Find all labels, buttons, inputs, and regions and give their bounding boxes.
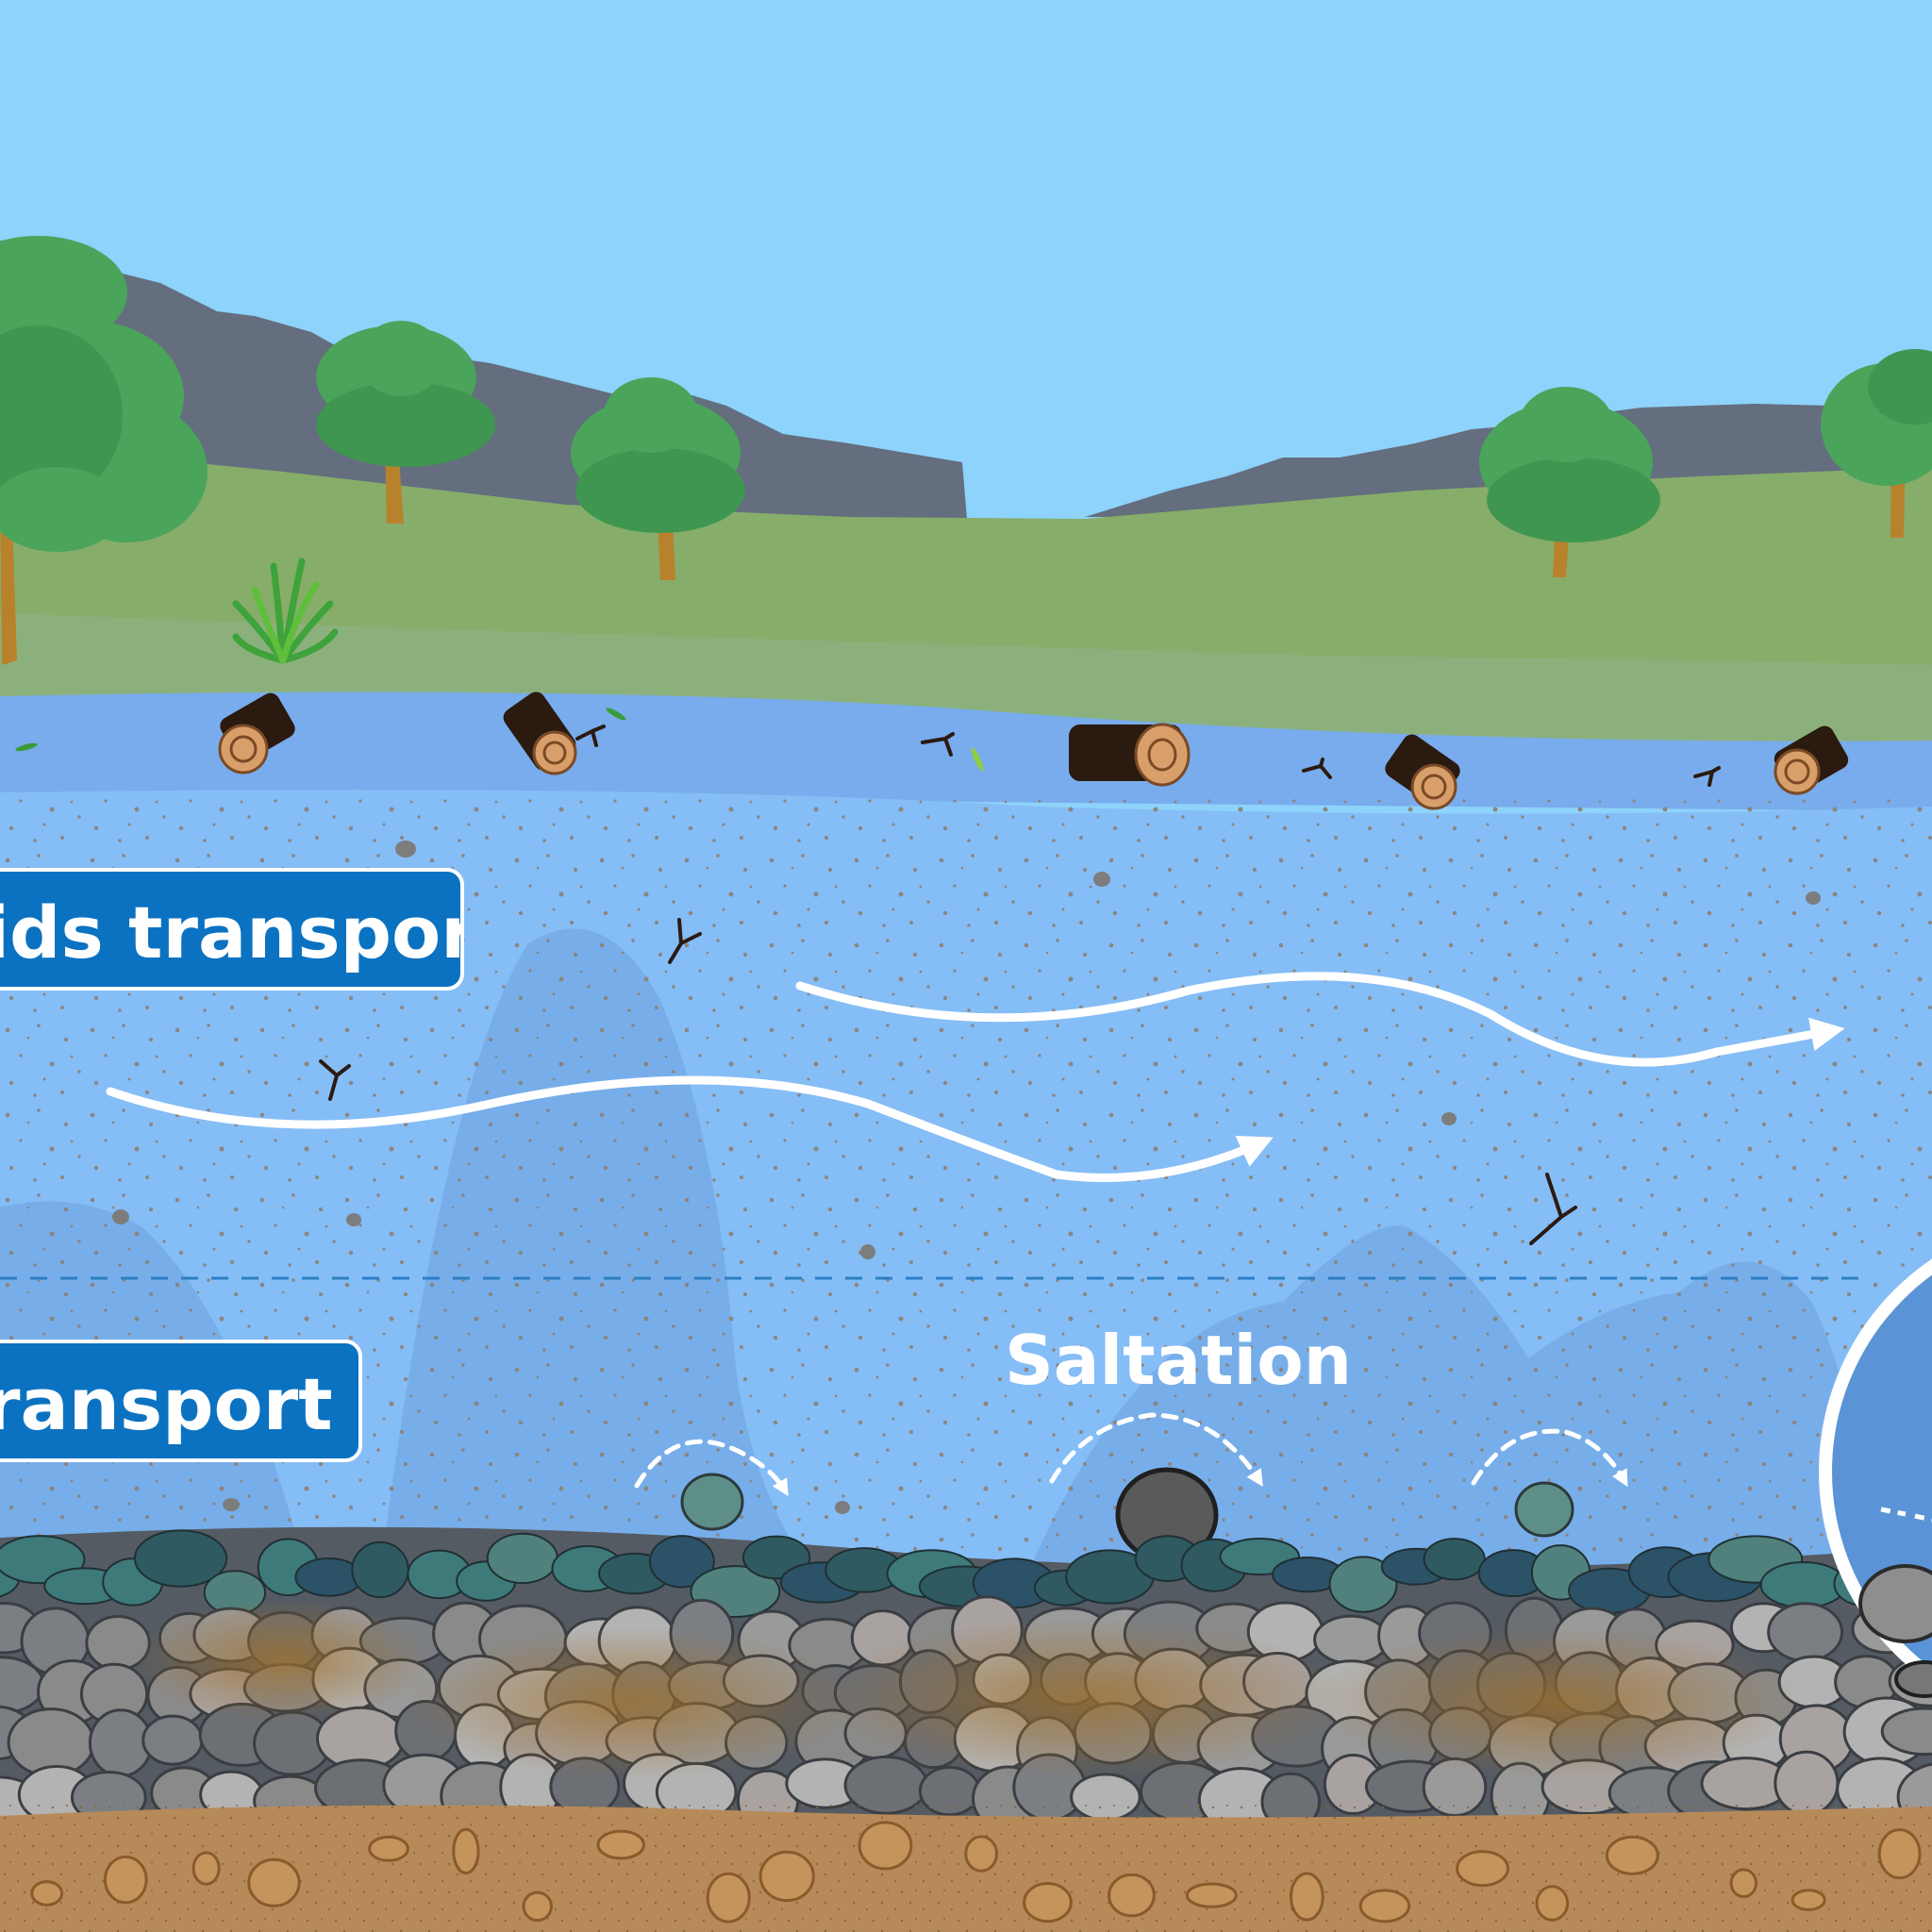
floating-log <box>1385 734 1460 810</box>
saltation-label: Saltation <box>1005 1321 1352 1400</box>
twigs <box>319 724 1721 1245</box>
zoom-inset <box>1819 1258 1932 1698</box>
suspended-pebbles <box>112 841 1821 1514</box>
suspended-transport-label: ids transport <box>0 868 464 991</box>
bedload-transport-label: ransport <box>0 1340 362 1462</box>
tree-large-left <box>0 236 208 665</box>
saltating-pebbles <box>680 1467 1574 1563</box>
tree-4 <box>1479 387 1660 577</box>
flow-arrow <box>106 1075 1274 1182</box>
saltation-arrows <box>634 1412 1628 1497</box>
tree-2 <box>316 321 495 524</box>
floating-log <box>1774 725 1849 795</box>
floating-log <box>1069 723 1191 787</box>
tree-5 <box>1821 349 1932 538</box>
leaves <box>15 708 984 772</box>
floating-log <box>503 691 577 775</box>
plant <box>232 558 339 664</box>
mud-deposits <box>132 1599 1802 1778</box>
soil-rocks <box>30 1821 1922 1924</box>
flow-arrow <box>795 972 1845 1067</box>
tree-3 <box>571 377 745 580</box>
floating-log <box>218 692 295 774</box>
